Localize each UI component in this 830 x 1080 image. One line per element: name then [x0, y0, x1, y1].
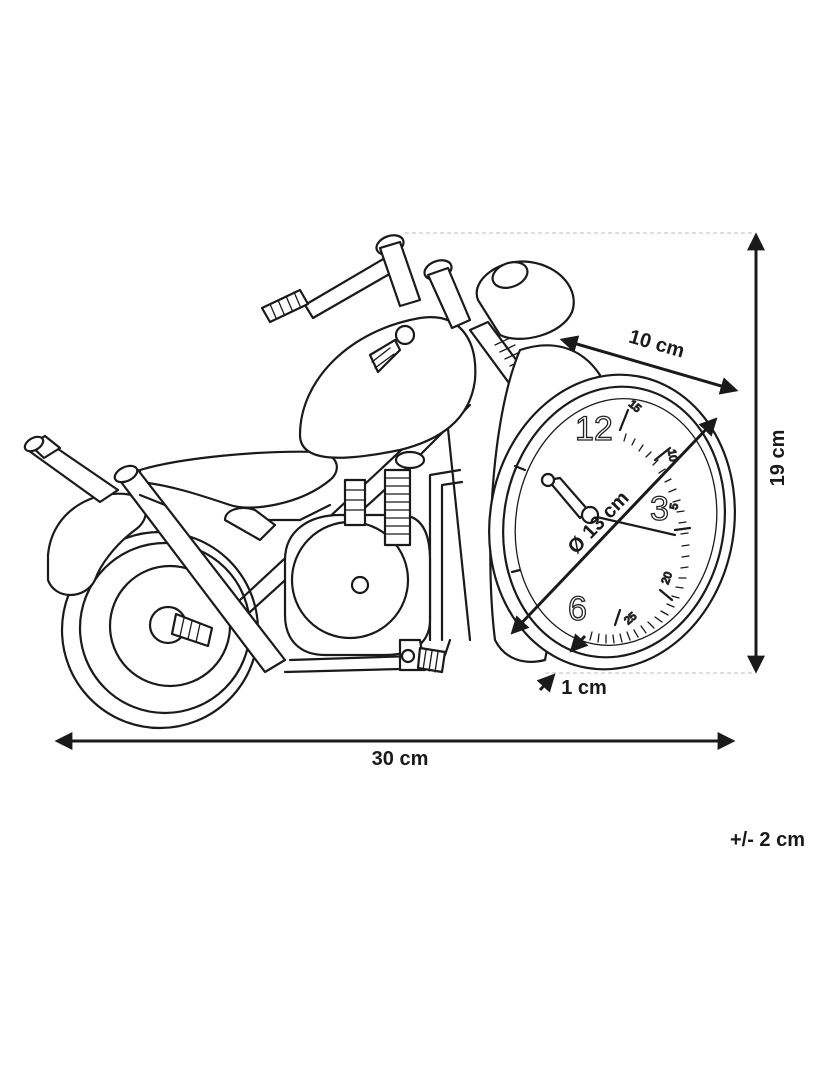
height-dimension: 19 cm [747, 232, 789, 674]
height-label: 19 cm [767, 430, 789, 487]
headlight [475, 260, 575, 340]
clock-numeral-12: 12 [575, 410, 613, 448]
bezel-dimension: 1 cm [536, 633, 607, 699]
bezel-arrow-lower [536, 673, 556, 693]
bezel-label: 1 cm [561, 677, 607, 699]
engine [223, 450, 432, 657]
motorcycle-clock-illustration: 12 3 6 5 10 15 20 25 [23, 234, 736, 730]
width-dimension: 30 cm [54, 732, 736, 770]
clock-numeral-3: 3 [650, 490, 669, 528]
depth-label: 10 cm [626, 326, 687, 363]
exhaust-pipes [23, 434, 287, 674]
seat [138, 450, 338, 509]
bezel-arrow-upper [569, 633, 589, 653]
clock-numeral-6: 6 [568, 590, 587, 628]
foot-peg [398, 638, 447, 674]
diameter-arrow [510, 417, 718, 635]
width-label: 30 cm [372, 748, 429, 770]
fuel-tank [298, 316, 477, 459]
handlebars [260, 234, 542, 400]
rear-fender [46, 492, 147, 596]
depth-arrow [559, 335, 739, 395]
tolerance-note: +/- 2 cm [730, 829, 805, 851]
dimension-guides [405, 232, 752, 674]
